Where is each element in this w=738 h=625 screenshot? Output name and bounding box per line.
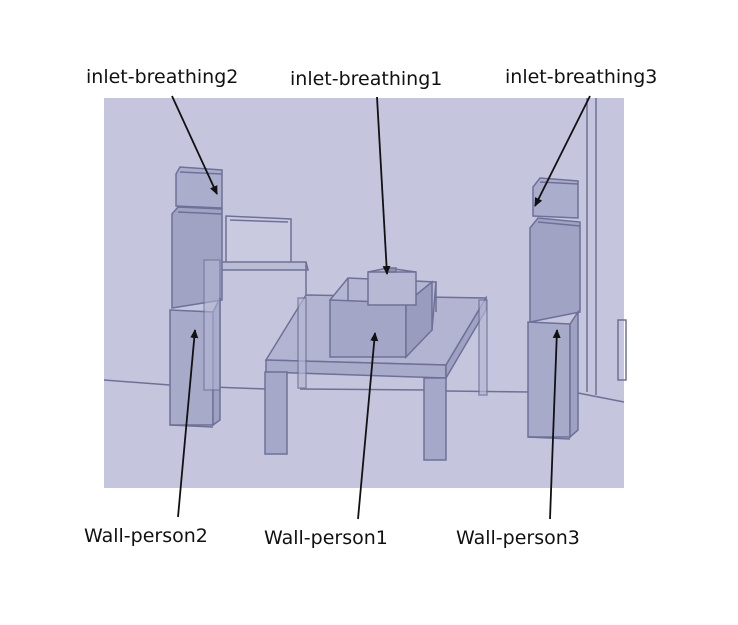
person1-head xyxy=(367,267,417,306)
room-edges xyxy=(103,98,627,403)
arrow-wall-person1 xyxy=(357,332,379,520)
arrow-wall-person2 xyxy=(177,329,199,518)
table-leg xyxy=(423,377,447,461)
callout-arrows xyxy=(171,95,591,520)
label-wall-person1: Wall-person1 xyxy=(264,527,388,549)
person1-body xyxy=(328,267,437,359)
arrow-inlet-breathing3 xyxy=(534,95,591,207)
person2-head xyxy=(175,166,223,209)
person1-torso xyxy=(329,299,407,358)
arrow-wall-person3 xyxy=(549,329,561,520)
label-wall-person2: Wall-person2 xyxy=(84,525,208,547)
person3-body xyxy=(527,177,581,440)
label-inlet-breathing3: inlet-breathing3 xyxy=(505,66,658,88)
arrow-inlet-breathing1 xyxy=(376,96,391,275)
label-wall-person3: Wall-person3 xyxy=(456,527,580,549)
label-inlet-breathing2: inlet-breathing2 xyxy=(86,66,239,88)
person2-body xyxy=(169,166,223,428)
table-leg xyxy=(264,371,288,455)
monitor xyxy=(213,215,309,296)
label-inlet-breathing1: inlet-breathing1 xyxy=(290,68,443,90)
person3-legs xyxy=(527,321,571,438)
arrow-inlet-breathing2 xyxy=(171,95,218,195)
